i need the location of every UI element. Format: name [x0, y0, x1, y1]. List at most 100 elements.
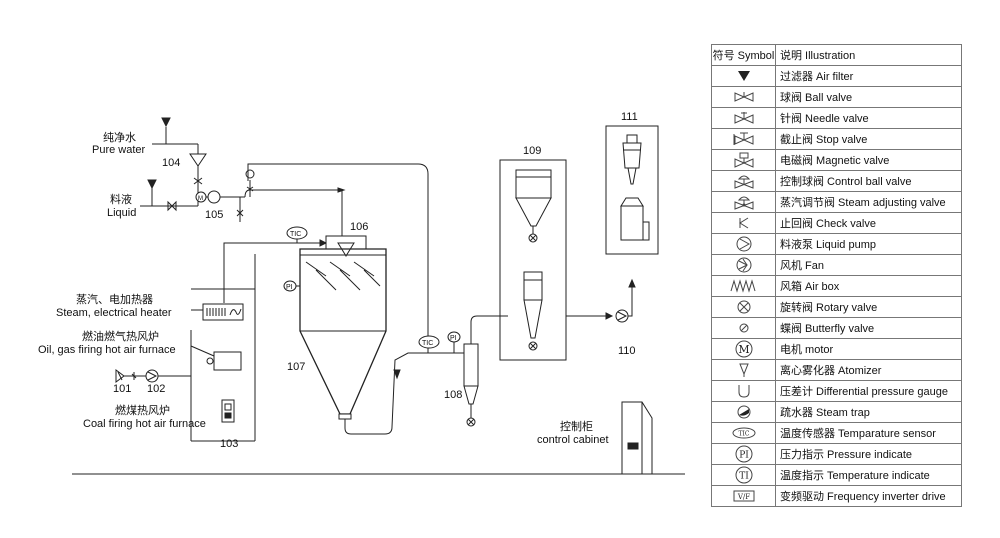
bag-filter-109: [515, 169, 552, 199]
legend-row: TI 温度指示 Temperature indicate: [711, 464, 962, 486]
oil-gas-furnace-label-cn: 燃油燃气热风炉: [82, 329, 159, 343]
liquid-label-en: Liquid: [107, 207, 136, 219]
equipment-number-104: 104: [162, 157, 180, 169]
steam-electrical-heater-icon: [202, 303, 244, 321]
legend-row: 针阀 Needle valve: [711, 107, 962, 129]
legend-header-illustration: 说明 Illustration: [775, 44, 962, 66]
symbol-legend-table: 符号 Symbol 说明 Illustration 过滤器 Air filter…: [711, 44, 962, 507]
oil-gas-furnace-icon: [213, 351, 242, 371]
equipment-number-106: 106: [350, 221, 368, 233]
air-filter-icon: [737, 71, 750, 81]
equipment-number-108: 108: [444, 389, 462, 401]
svg-text:PI: PI: [450, 335, 457, 342]
legend-row-text: 蒸汽调节阀 Steam adjusting valve: [775, 191, 962, 213]
svg-text:M: M: [198, 196, 203, 202]
svg-text:TIC: TIC: [422, 340, 433, 347]
legend-row-text: 蝶阀 Butterfly valve: [775, 317, 962, 339]
svg-text:TIC: TIC: [738, 431, 749, 438]
cyclone-109: [523, 271, 543, 301]
separator-enclosure-109: [499, 159, 567, 361]
coal-furnace-label-cn: 燃煤热风炉: [115, 403, 170, 417]
filter-104-icon: [189, 153, 207, 167]
legend-row: 过滤器 Air filter: [711, 65, 962, 87]
magnetic-valve-icon: [734, 152, 753, 168]
process-flow-diagram: 纯净水 Pure water 104 料液 Liquid M 105 TIC 蒸…: [38, 111, 685, 475]
legend-row-text: 控制球阀 Control ball valve: [775, 170, 962, 192]
svg-text:TIC: TIC: [290, 231, 301, 238]
legend-row-text: 电磁阀 Magnetic valve: [775, 149, 962, 171]
legend-row: 球阀 Ball valve: [711, 86, 962, 108]
legend-row-text: 温度指示 Temperature indicate: [775, 464, 962, 486]
legend-row: 截止阀 Stop valve: [711, 128, 962, 150]
svg-text:M: M: [738, 343, 749, 356]
legend-row-text: 料液泵 Liquid pump: [775, 233, 962, 255]
legend-row: 控制球阀 Control ball valve: [711, 170, 962, 192]
steam-heater-label-en: Steam, electrical heater: [56, 307, 172, 319]
control-ball-valve-icon: [734, 175, 753, 189]
equipment-number-105: 105: [205, 209, 223, 221]
legend-row-text: 温度传感器 Temparature sensor: [775, 422, 962, 444]
legend-row: V/F 变频驱动 Frequency inverter drive: [711, 485, 962, 507]
temperature-indicate-icon: TI: [735, 466, 752, 484]
equipment-number-111: 111: [621, 111, 638, 123]
legend-row-text: 过滤器 Air filter: [775, 65, 962, 87]
legend-header-symbol: 符号 Symbol: [711, 44, 776, 66]
legend-row: 蒸汽调节阀 Steam adjusting valve: [711, 191, 962, 213]
equipment-number-110: 110: [618, 345, 636, 357]
legend-row-text: 风机 Fan: [775, 254, 962, 276]
equipment-number-109: 109: [523, 145, 541, 157]
check-valve-icon: [738, 217, 748, 229]
steam-trap-icon: [737, 405, 750, 419]
legend-row: 蝶阀 Butterfly valve: [711, 317, 962, 339]
legend-row-text: 旋转阀 Rotary valve: [775, 296, 962, 318]
legend-row: 压差计 Differential pressure gauge: [711, 380, 962, 402]
legend-row: 止回阀 Check valve: [711, 212, 962, 234]
legend-row-text: 压力指示 Pressure indicate: [775, 443, 962, 465]
svg-text:PI: PI: [739, 451, 749, 461]
equipment-number-107: 107: [287, 361, 305, 373]
coal-furnace-label-en: Coal firing hot air furnace: [83, 418, 206, 430]
control-cabinet-icon: [621, 401, 653, 475]
legend-row: PI 压力指示 Pressure indicate: [711, 443, 962, 465]
equipment-enclosure-111: [605, 125, 659, 255]
legend-row: 风箱 Air box: [711, 275, 962, 297]
pressure-indicate-icon: PI: [735, 445, 752, 463]
legend-header-row: 符号 Symbol 说明 Illustration: [711, 44, 962, 66]
atomizer-motor-111: [626, 134, 638, 144]
legend-row: M 电机 motor: [711, 338, 962, 360]
liquid-pump-105-icon: [207, 190, 221, 204]
control-cabinet-label-en: control cabinet: [537, 434, 609, 446]
legend-row: 旋转阀 Rotary valve: [711, 296, 962, 318]
needle-valve-icon: [734, 112, 753, 124]
ball-valve-icon: [734, 92, 753, 102]
atomizer-icon: [738, 363, 749, 377]
pure-water-filter-icon: [161, 117, 171, 128]
pure-water-label-cn: 纯净水: [103, 130, 136, 144]
differential-pressure-gauge-icon: [738, 385, 749, 398]
legend-row-text: 离心雾化器 Atomizer: [775, 359, 962, 381]
liquid-pump-icon: [736, 236, 751, 252]
legend-row: 离心雾化器 Atomizer: [711, 359, 962, 381]
coal-furnace-icon: [221, 399, 235, 423]
legend-row-text: 球阀 Ball valve: [775, 86, 962, 108]
legend-row-text: 压差计 Differential pressure gauge: [775, 380, 962, 402]
feed-pressure-gauge-icon: [245, 169, 255, 179]
equipment-number-102: 102: [147, 383, 165, 395]
liquid-label-cn: 料液: [110, 192, 132, 206]
legend-row-text: 截止阀 Stop valve: [775, 128, 962, 150]
legend-row: 料液泵 Liquid pump: [711, 233, 962, 255]
equipment-number-101: 101: [113, 383, 131, 395]
legend-row: 风机 Fan: [711, 254, 962, 276]
pure-water-valve-icon: [193, 177, 203, 185]
air-box-icon: [730, 279, 755, 293]
liquid-filter-icon: [147, 179, 157, 190]
atomizer-spare-111: [620, 205, 644, 241]
steam-adjusting-valve-icon: [734, 196, 753, 210]
butterfly-valve-icon: [739, 323, 748, 333]
svg-text:V/F: V/F: [736, 493, 749, 501]
frequency-inverter-icon: V/F: [733, 490, 754, 502]
svg-text:TI: TI: [739, 472, 749, 482]
temperature-sensor-icon: TIC: [732, 427, 755, 439]
steam-heater-label-cn: 蒸汽、电加热器: [76, 292, 153, 306]
stop-valve-icon: [733, 132, 753, 145]
